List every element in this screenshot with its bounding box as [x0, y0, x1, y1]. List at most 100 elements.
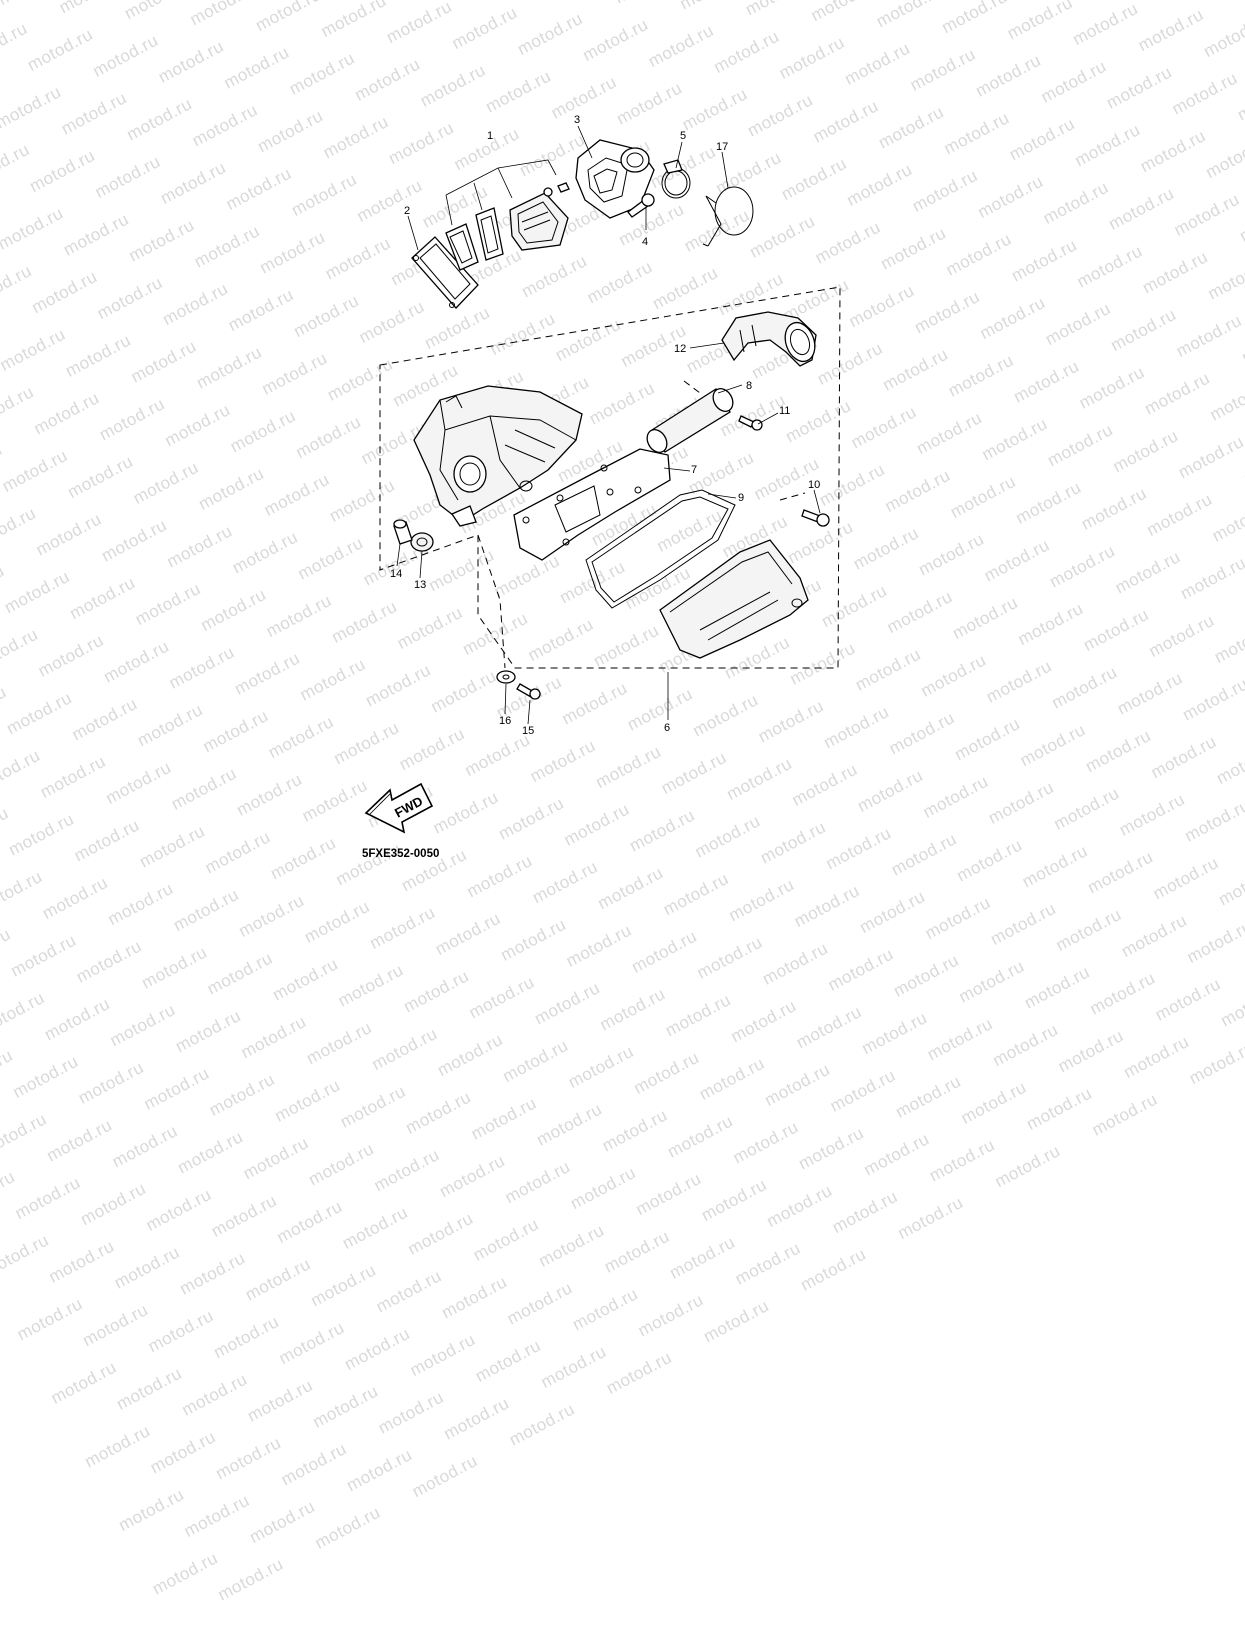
- watermark-text: motod.ru: [761, 1059, 834, 1110]
- watermark-text: motod.ru: [894, 1192, 967, 1243]
- assembly-outline-tick-2: [779, 492, 806, 501]
- intake-tube: [646, 388, 734, 453]
- watermark-text: motod.ru: [567, 1162, 639, 1214]
- watermark-text: motod.ru: [269, 954, 342, 1005]
- watermark-text: motod.ru: [1054, 1025, 1127, 1077]
- watermark-text: motod.ru: [311, 1502, 384, 1553]
- watermark-text: motod.ru: [531, 978, 603, 1029]
- watermark-text: motod.ru: [368, 1023, 441, 1075]
- watermark-text: motod.ru: [955, 956, 1028, 1007]
- watermark-text: motod.ru: [501, 1157, 574, 1208]
- watermark-text: motod.ru: [115, 1484, 188, 1535]
- watermark-text: motod.ru: [41, 994, 114, 1045]
- leader-lines: [396, 125, 821, 725]
- watermark-text: motod.ru: [763, 1180, 836, 1232]
- watermark-text: motod.ru: [178, 1369, 251, 1420]
- callout-3: 3: [574, 114, 580, 126]
- callout-7: 7: [691, 464, 697, 476]
- watermark-text: motod.ru: [271, 1075, 344, 1126]
- watermark-text: motod.ru: [375, 1387, 447, 1438]
- watermark-text: motod.ru: [180, 1490, 253, 1541]
- watermark-text: motod.ru: [1021, 962, 1093, 1013]
- air-cleaner-case: [413, 385, 583, 527]
- assembly-outline: [379, 286, 841, 669]
- fwd-arrow-icon: FWD: [364, 782, 434, 834]
- callout-9: 9: [738, 492, 744, 504]
- watermark-text: motod.ru: [47, 1357, 120, 1408]
- watermark-text: motod.ru: [926, 1135, 998, 1186]
- watermark-text: motod.ru: [565, 1041, 637, 1092]
- watermark-text: motod.ru: [0, 1078, 23, 1161]
- watermark-text: motod.ru: [598, 1105, 671, 1156]
- watermark-text: motod.ru: [108, 1121, 181, 1172]
- watermark-text: motod.ru: [402, 1087, 475, 1138]
- callout-16: 16: [499, 715, 511, 727]
- watermark-text: motod.ru: [1185, 1037, 1245, 1089]
- watermark-text: motod.ru: [106, 1000, 179, 1051]
- watermark-text: motod.ru: [45, 1236, 118, 1287]
- watermark-text: motod.ru: [1120, 1031, 1193, 1083]
- watermark-text: motod.ru: [111, 1242, 183, 1293]
- watermark-text: motod.ru: [438, 1272, 511, 1323]
- washer: [496, 670, 516, 684]
- watermark-text: motod.ru: [467, 1093, 540, 1144]
- watermark-text: motod.ru: [957, 1077, 1030, 1128]
- watermark-text: motod.ru: [278, 1439, 350, 1490]
- callout-8: 8: [746, 380, 752, 392]
- watermark-text: motod.ru: [503, 1278, 576, 1329]
- watermark-text: motod.ru: [408, 1451, 481, 1502]
- watermark-text: motod.ru: [634, 1290, 707, 1341]
- watermark-text: motod.ru: [246, 1496, 319, 1547]
- watermark-text: motod.ru: [0, 1109, 50, 1160]
- watermark-text: motod.ru: [9, 1051, 82, 1102]
- watermark-text: motod.ru: [239, 1133, 312, 1184]
- watermark-text: motod.ru: [43, 1115, 116, 1166]
- watermark-text: motod.ru: [77, 1178, 150, 1229]
- watermark-text: motod.ru: [1088, 1089, 1161, 1140]
- watermark-text: motod.ru: [729, 1117, 802, 1168]
- manifold-bolt: [627, 193, 655, 218]
- watermark-text: motod.ru: [698, 1174, 770, 1226]
- callout-12: 12: [674, 343, 686, 355]
- watermark-text: motod.ru: [535, 1220, 608, 1271]
- watermark-text: motod.ru: [795, 1123, 867, 1174]
- watermark-text: motod.ru: [0, 957, 21, 1040]
- watermark-text: motod.ru: [858, 1008, 931, 1059]
- diagram-code: 5FXE352-0050: [362, 848, 439, 860]
- watermark-text: motod.ru: [244, 1375, 316, 1426]
- watermark-text: motod.ru: [140, 1063, 213, 1114]
- watermark-text: motod.ru: [793, 1002, 865, 1053]
- callout-10: 10: [808, 479, 820, 491]
- callout-14: 14: [390, 568, 402, 580]
- parts-diagram: 1 2 3 4 5 6 7 8 9 10 11 12 13 14 15 16 1…: [362, 114, 841, 860]
- watermark-text: motod.ru: [630, 1047, 703, 1098]
- intake-elbow: [721, 311, 817, 367]
- hose-clamp: [661, 159, 691, 199]
- intake-manifold: [575, 139, 655, 219]
- watermark-text: motod.ru: [208, 1190, 280, 1241]
- watermark-text: motod.ru: [305, 1139, 378, 1190]
- watermark-text: motod.ru: [499, 1035, 572, 1086]
- watermark-text: motod.ru: [664, 1111, 737, 1162]
- watermark-text: motod.ru: [596, 984, 669, 1035]
- watermark-text: motod.ru: [174, 1127, 247, 1178]
- watermark-text: motod.ru: [341, 1323, 414, 1375]
- watermark-text: motod.ru: [404, 1208, 477, 1259]
- watermark-text: motod.ru: [470, 1214, 542, 1265]
- watermark-text: motod.ru: [113, 1363, 185, 1414]
- callout-5: 5: [680, 130, 686, 142]
- watermark-text: motod.ru: [372, 1266, 445, 1317]
- case-bolt: [516, 683, 541, 700]
- watermark-text: motod.ru: [0, 988, 48, 1039]
- watermark-text: motod.ru: [176, 1248, 249, 1299]
- watermark-text: motod.ru: [506, 1399, 578, 1450]
- watermark-text: motod.ru: [210, 1311, 283, 1363]
- reed-gasket: [411, 236, 479, 309]
- spring-clip: [702, 186, 754, 247]
- callout-15: 15: [522, 725, 534, 737]
- watermark-text: motod.ru: [334, 960, 407, 1011]
- watermark-text: motod.ru: [214, 1554, 287, 1605]
- watermark-text: motod.ru: [0, 1045, 16, 1096]
- watermark-text: motod.ru: [307, 1260, 380, 1311]
- callout-4: 4: [642, 236, 648, 248]
